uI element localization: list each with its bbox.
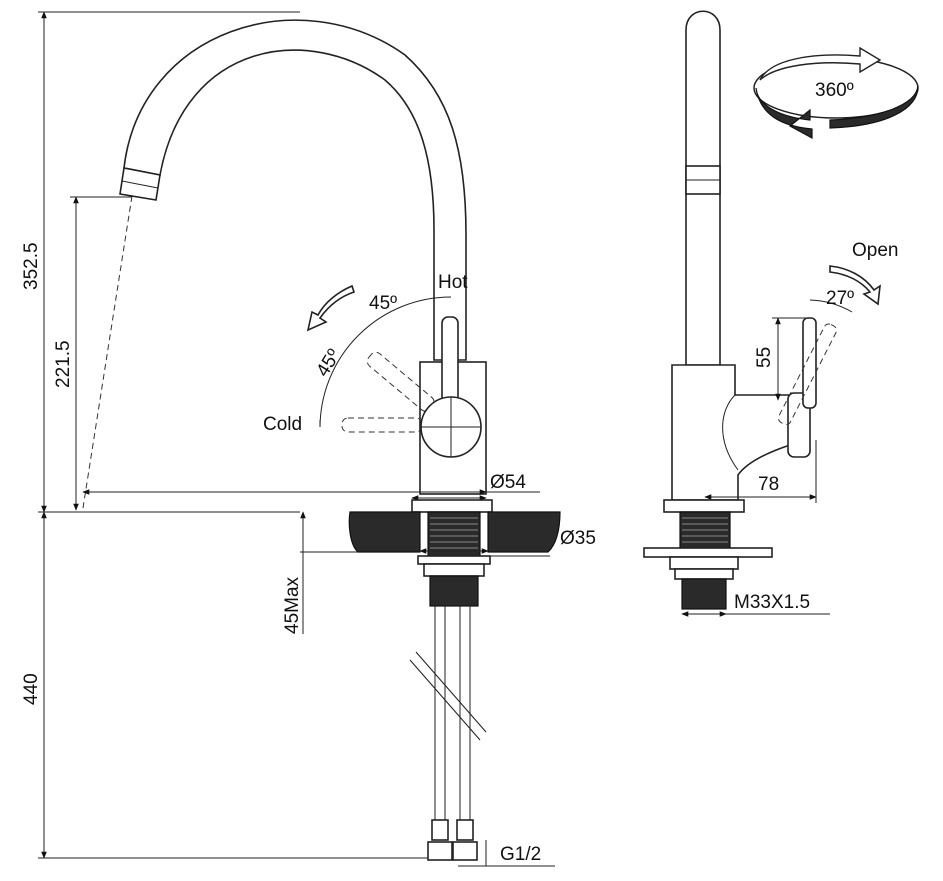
lever-height-label: 55 xyxy=(754,347,775,368)
open-arrow-icon xyxy=(829,265,881,306)
side-lower-thread xyxy=(681,578,727,610)
side-view: Open 27º 55 78 M33X1.5 xyxy=(643,10,919,617)
lever-depth-label: 78 xyxy=(758,474,779,495)
front-view: 352.5 221.5 Hot Cold xyxy=(21,11,596,867)
hot-label: Hot xyxy=(438,272,468,293)
side-nut-lower xyxy=(674,568,734,580)
shank-thread-label: M33X1.5 xyxy=(734,592,810,613)
dimension-base-diameter: Ø54 xyxy=(82,472,540,501)
rotation-label: 360º xyxy=(815,80,854,101)
height-spout-label: 221.5 xyxy=(53,340,74,388)
dimension-total-height: 352.5 xyxy=(21,11,300,513)
rotation-arrow-icon xyxy=(306,284,356,332)
cold-label: Cold xyxy=(263,414,302,435)
mounting-nut xyxy=(423,563,485,577)
supply-hoses xyxy=(409,606,487,840)
hole-diameter-label: Ø35 xyxy=(560,528,596,549)
base-diameter-label: Ø54 xyxy=(490,472,526,493)
height-total-label: 352.5 xyxy=(21,242,42,290)
gooseneck-spout xyxy=(123,19,467,361)
side-lever-closed xyxy=(802,317,817,409)
dimension-max-thickness: 45Max xyxy=(282,511,358,634)
lever-angle-arc xyxy=(319,296,452,428)
dimension-lever-height: 55 xyxy=(754,317,810,401)
lever-cold-position xyxy=(341,417,423,433)
dimension-hose-thread: G1/2 xyxy=(458,840,555,867)
side-base-flange xyxy=(663,499,745,513)
dimension-below-counter: 440 xyxy=(21,511,428,859)
side-lever-open xyxy=(777,323,838,425)
angle-hot-label: 45º xyxy=(369,293,397,314)
base-flange xyxy=(411,499,493,513)
dimension-lever-depth: 78 xyxy=(704,440,817,503)
countertop-section xyxy=(348,511,561,553)
side-washer xyxy=(643,547,773,558)
dimension-shank-thread: M33X1.5 xyxy=(681,592,830,617)
hose-fittings xyxy=(427,819,478,861)
hose-thread-label: G1/2 xyxy=(500,844,541,865)
lower-thread xyxy=(429,575,479,607)
side-lever-cap xyxy=(787,392,811,458)
dimension-spout-height: 221.5 xyxy=(53,196,132,511)
side-lever-arc xyxy=(809,299,853,313)
side-nut xyxy=(669,556,739,570)
side-body xyxy=(671,364,791,501)
rotation-360-icon xyxy=(753,46,919,140)
height-below-label: 440 xyxy=(21,673,42,705)
lever-angle-label: 27º xyxy=(826,288,854,309)
water-stream-line xyxy=(82,195,133,509)
washer xyxy=(417,555,491,565)
open-label: Open xyxy=(852,240,898,261)
max-thickness-label: 45Max xyxy=(282,576,303,634)
angle-cold-label: 45º xyxy=(312,346,345,381)
